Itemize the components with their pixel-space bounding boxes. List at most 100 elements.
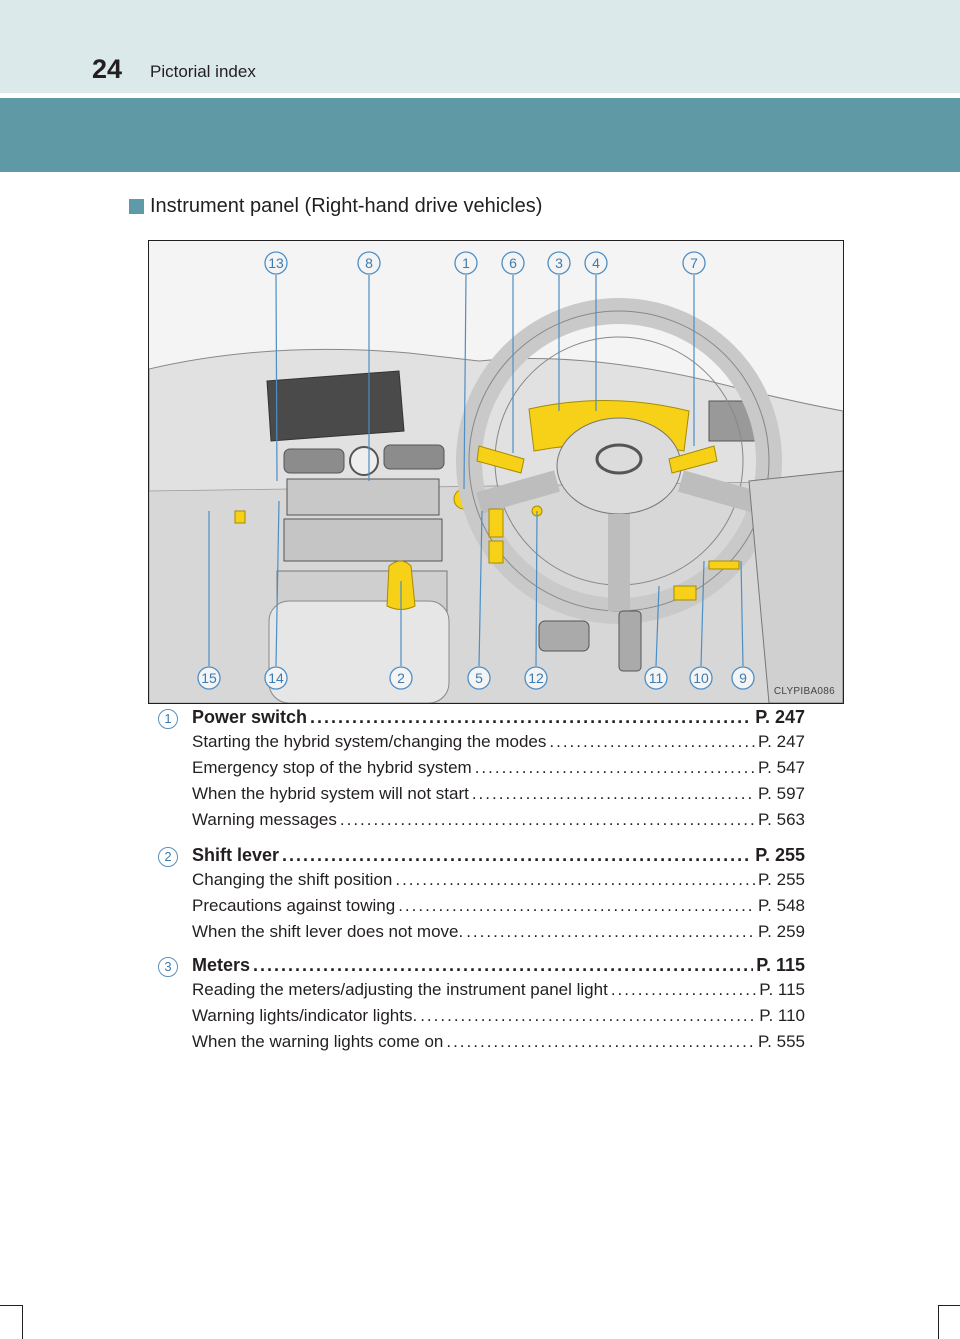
callout-bottom-12: 12 bbox=[528, 670, 544, 686]
entry-number-badge: 3 bbox=[158, 957, 178, 977]
callout-top-1: 1 bbox=[462, 255, 470, 271]
subitem-page-ref: P. 548 bbox=[758, 896, 805, 916]
subitem-label: Warning lights/indicator lights. bbox=[192, 1006, 417, 1026]
accel-pedal bbox=[619, 611, 641, 671]
entry-subitem: When the shift lever does not move. P. 25… bbox=[192, 922, 805, 948]
header-title: Pictorial index bbox=[150, 62, 256, 82]
entry-title-row: Meters P. 115 bbox=[192, 955, 805, 980]
entry-title-row: Power switch P. 247 bbox=[192, 707, 805, 732]
page-header: 24 Pictorial index bbox=[0, 0, 960, 93]
callout-bottom-11: 11 bbox=[649, 670, 664, 686]
subitem-page-ref: P. 110 bbox=[759, 1006, 805, 1026]
entry-number-badge: 2 bbox=[158, 847, 178, 867]
callout-top-4: 4 bbox=[592, 255, 600, 271]
section-heading: Instrument panel (Right-hand drive vehic… bbox=[129, 193, 542, 219]
armrest bbox=[269, 601, 449, 703]
subitem-label: When the warning lights come on bbox=[192, 1032, 443, 1052]
entry-title: Meters bbox=[192, 955, 250, 976]
leader-dots bbox=[310, 707, 752, 728]
entry-title-row: Shift lever P. 255 bbox=[192, 845, 805, 870]
entry-subitem: Starting the hybrid system/changing the … bbox=[192, 732, 805, 758]
entry-subitem: Reading the meters/adjusting the instrum… bbox=[192, 980, 805, 1006]
clock bbox=[350, 447, 378, 475]
center-display bbox=[267, 371, 404, 441]
brake-pedal bbox=[539, 621, 589, 651]
callout-top-7: 7 bbox=[690, 255, 698, 271]
subitem-label: When the hybrid system will not start bbox=[192, 784, 469, 804]
leader-dots bbox=[420, 1006, 756, 1026]
subitem-label: Emergency stop of the hybrid system bbox=[192, 758, 472, 778]
crop-mark bbox=[938, 1305, 960, 1306]
subitem-label: Precautions against towing bbox=[192, 896, 395, 916]
subitem-page-ref: P. 563 bbox=[758, 810, 805, 830]
leader-dots bbox=[253, 955, 753, 976]
instrument-panel-illustration: 13 8 1 6 3 4 7 15 14 2 5 12 11 10 9 CLYPIBA086 bbox=[148, 240, 844, 704]
audio-panel bbox=[284, 519, 442, 561]
entry-page-ref: P. 115 bbox=[756, 955, 805, 976]
callout-bottom-9: 9 bbox=[739, 670, 747, 686]
leader-dots bbox=[340, 810, 755, 830]
subitem-label: Reading the meters/adjusting the instrum… bbox=[192, 980, 608, 1000]
page-number: 24 bbox=[92, 54, 122, 85]
leader-dots bbox=[475, 758, 755, 778]
entry-title: Shift lever bbox=[192, 845, 279, 866]
left-switches bbox=[489, 509, 503, 537]
wheel-hub bbox=[557, 418, 681, 514]
leader-dots bbox=[395, 870, 755, 890]
crop-mark bbox=[938, 1305, 939, 1339]
callout-top-6: 6 bbox=[509, 255, 517, 271]
figure-code: CLYPIBA086 bbox=[774, 686, 835, 697]
leader-dots bbox=[611, 980, 756, 1000]
left-vent bbox=[284, 449, 344, 473]
entry-title: Power switch bbox=[192, 707, 307, 728]
climate-panel bbox=[287, 479, 439, 515]
subitem-page-ref: P. 255 bbox=[758, 870, 805, 890]
leader-dots bbox=[398, 896, 755, 916]
entry-subitem: Warning lights/indicator lights. P. 110 bbox=[192, 1006, 805, 1032]
subitem-page-ref: P. 259 bbox=[758, 922, 805, 942]
subitem-page-ref: P. 597 bbox=[758, 784, 805, 804]
left-knob bbox=[235, 511, 245, 523]
callout-top-13: 13 bbox=[268, 255, 284, 271]
subitem-label: Changing the shift position bbox=[192, 870, 392, 890]
entry-subitem: Changing the shift position P. 255 bbox=[192, 870, 805, 896]
leader-dots bbox=[466, 922, 755, 942]
entry-subitem: Emergency stop of the hybrid system P. 54… bbox=[192, 758, 805, 784]
entry-subitem: When the warning lights come on P. 555 bbox=[192, 1032, 805, 1058]
subitem-page-ref: P. 555 bbox=[758, 1032, 805, 1052]
subitem-page-ref: P. 547 bbox=[758, 758, 805, 778]
callout-bottom-5: 5 bbox=[475, 670, 483, 686]
entry-subitem: Warning messages P. 563 bbox=[192, 810, 805, 836]
leader-dots bbox=[446, 1032, 755, 1052]
crop-mark bbox=[0, 1305, 22, 1306]
subitem-page-ref: P. 247 bbox=[758, 732, 805, 752]
subitem-label: Starting the hybrid system/changing the … bbox=[192, 732, 546, 752]
section-heading-text: Instrument panel (Right-hand drive vehic… bbox=[150, 195, 542, 218]
entry-page-ref: P. 247 bbox=[755, 707, 805, 728]
subitem-label: Warning messages bbox=[192, 810, 337, 830]
dashboard-drawing: 13 8 1 6 3 4 7 15 14 2 5 12 11 10 9 bbox=[149, 241, 843, 703]
entry-number-badge: 1 bbox=[158, 709, 178, 729]
subitem-page-ref: P. 115 bbox=[759, 980, 805, 1000]
entry-page-ref: P. 255 bbox=[755, 845, 805, 866]
heading-square-icon bbox=[129, 199, 144, 214]
callout-top-3: 3 bbox=[555, 255, 563, 271]
callout-bottom-14: 14 bbox=[268, 670, 284, 686]
callout-bottom-2: 2 bbox=[397, 670, 405, 686]
callout-bottom-10: 10 bbox=[693, 670, 709, 686]
crop-mark bbox=[22, 1305, 23, 1339]
leader-dots bbox=[472, 784, 755, 804]
entry-subitem: Precautions against towing P. 548 bbox=[192, 896, 805, 922]
subitem-label: When the shift lever does not move. bbox=[192, 922, 463, 942]
leader-dots bbox=[549, 732, 755, 752]
header-band bbox=[0, 98, 960, 172]
right-vent bbox=[384, 445, 444, 469]
entry-subitem: When the hybrid system will not start P. … bbox=[192, 784, 805, 810]
callout-top-8: 8 bbox=[365, 255, 373, 271]
lower-switches bbox=[709, 561, 739, 569]
callout-bottom-15: 15 bbox=[201, 670, 217, 686]
leader-dots bbox=[282, 845, 752, 866]
